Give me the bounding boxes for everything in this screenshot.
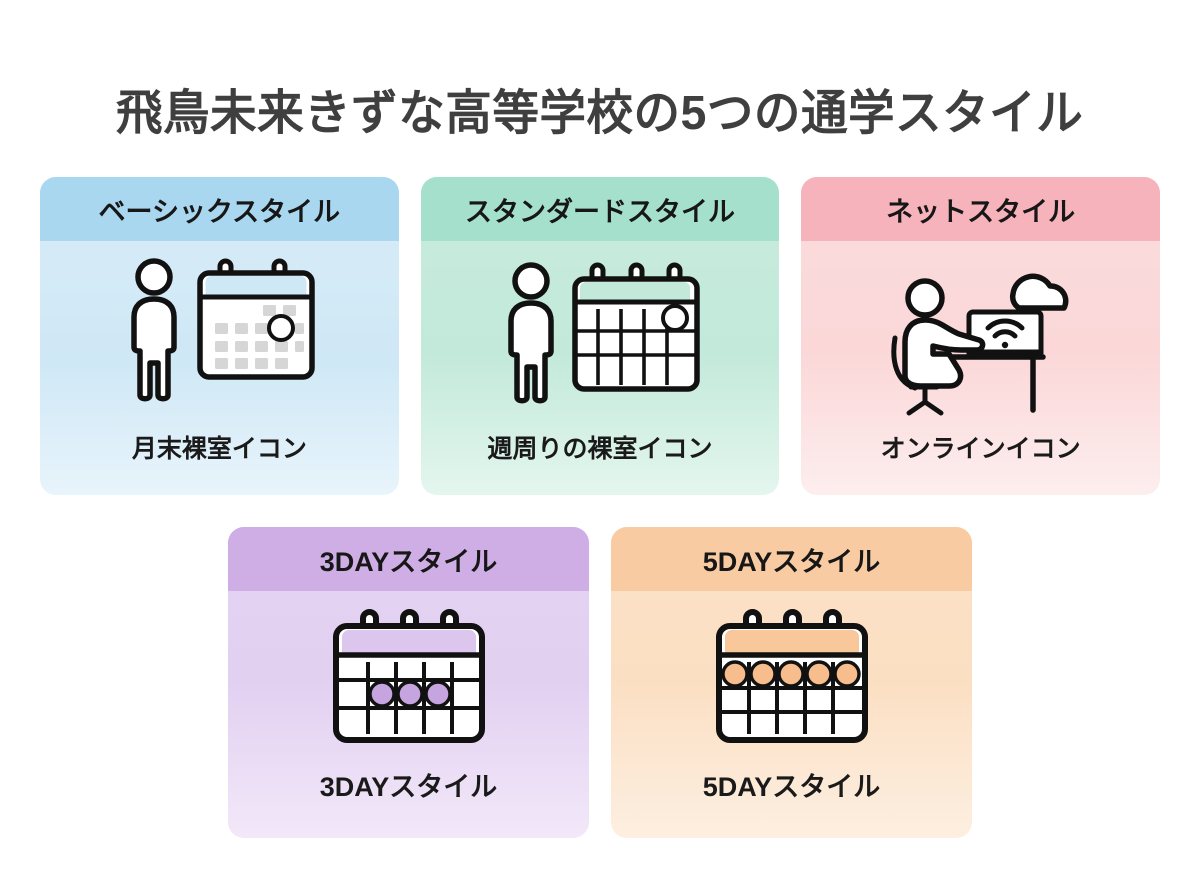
card-row-bottom: 3DAYスタイル [228,527,972,838]
calendar-five-days-icon [704,608,879,748]
online-desk-laptop-cloud-icon [873,250,1088,420]
card-header-standard: スタンダードスタイル [420,177,780,241]
cloud-icon [1010,273,1069,311]
style-card-3day[interactable]: 3DAYスタイル [228,527,589,838]
card-header-label: 5DAYスタイル [702,546,881,577]
card-body-3day: 3DAYスタイル [228,591,589,838]
icon-area-3day [228,591,589,765]
icon-area-standard [421,241,780,429]
card-header-basic: ベーシックスタイル [40,177,399,241]
card-caption-5day: 5DAYスタイル [702,772,881,802]
card-header-label: ベーシックスタイル [98,196,341,227]
card-header-3day: 3DAYスタイル [228,527,589,591]
card-body-net: オンラインイコン [801,241,1160,495]
card-body-basic: 月末裸室イコン [40,241,399,495]
style-card-net[interactable]: ネットスタイル [801,177,1161,495]
card-row-top: ベーシックスタイル [40,177,1161,495]
icon-area-5day [611,591,972,765]
calendar-three-days-icon [321,608,496,748]
card-header-5day: 5DAYスタイル [611,527,972,591]
card-header-label: 3DAYスタイル [319,546,498,577]
style-card-standard[interactable]: スタンダードスタイル [420,177,780,495]
page-title-wrapper: 飛鳥未来きずな高等学校の5つの通学スタイル [0,54,1200,174]
person-and-weekly-calendar-icon [493,255,708,415]
icon-area-basic [40,241,399,429]
card-caption-basic: 月末裸室イコン [131,435,307,463]
card-header-label: ネットスタイル [886,196,1076,227]
card-caption-3day: 3DAYスタイル [319,772,498,802]
person-and-monthly-calendar-icon [114,255,324,415]
icon-area-net [801,241,1160,429]
style-card-basic[interactable]: ベーシックスタイル [40,177,399,495]
card-header-label: スタンダードスタイル [465,196,735,227]
card-header-net: ネットスタイル [801,177,1161,241]
page-title: 飛鳥未来きずな高等学校の5つの通学スタイル [116,87,1084,141]
card-caption-standard: 週周りの裸室イコン [487,435,713,463]
card-body-5day: 5DAYスタイル [611,591,972,838]
card-caption-net: オンラインイコン [880,435,1081,463]
card-body-standard: 週周りの裸室イコン [421,241,780,495]
style-card-5day[interactable]: 5DAYスタイル [611,527,972,838]
